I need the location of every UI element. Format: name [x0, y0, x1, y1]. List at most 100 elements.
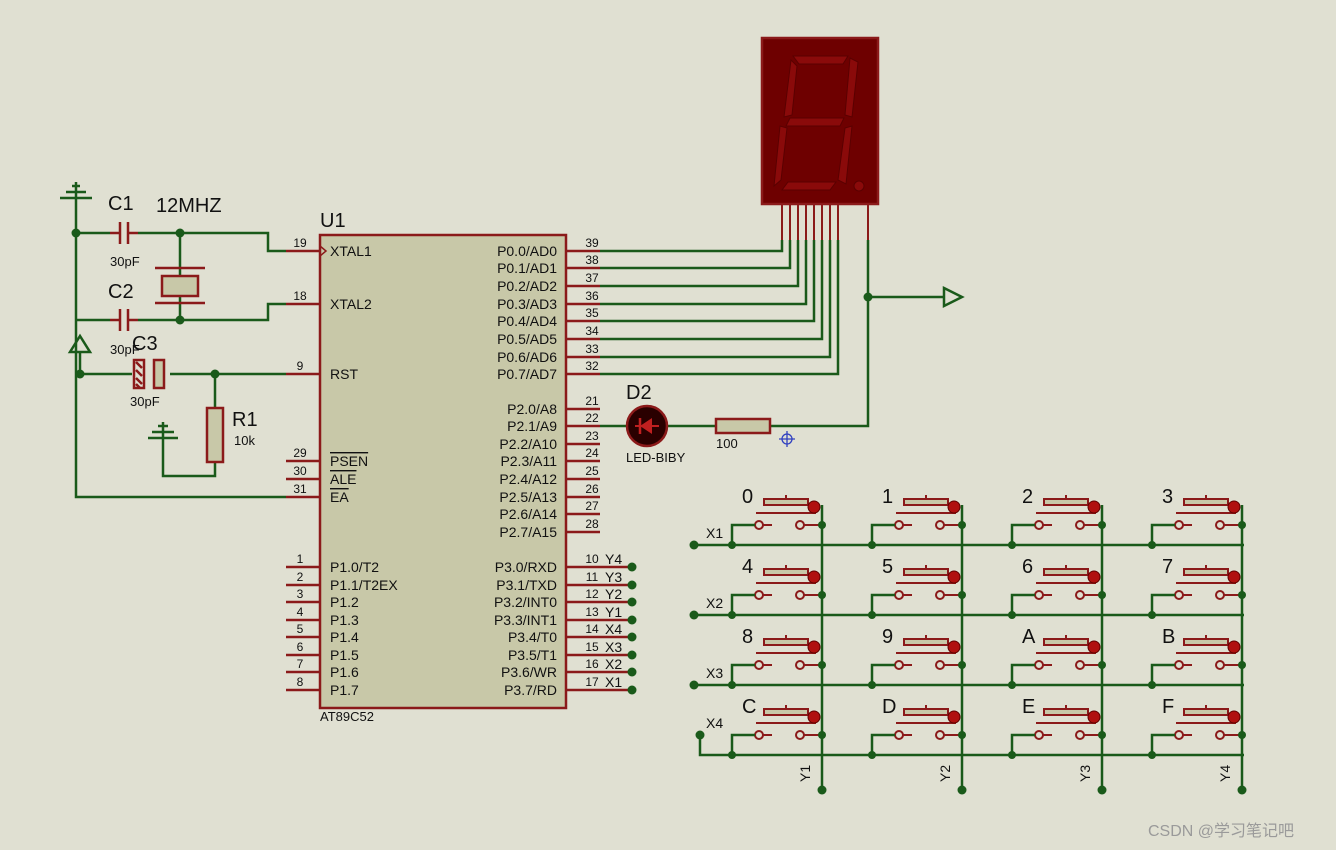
pin-number: 11 — [586, 570, 599, 584]
net-terminal — [627, 685, 637, 695]
keypad-key-label: B — [1162, 626, 1175, 648]
junction-dot — [958, 591, 966, 599]
net-terminal — [627, 562, 637, 572]
keypad-button[interactable]: 2 — [1010, 486, 1102, 545]
keypad-row-label: X1 — [706, 525, 723, 541]
pin-name: P2.0/A8 — [507, 401, 557, 417]
junction-dot — [1098, 521, 1106, 529]
pin-name: P1.3 — [330, 612, 359, 628]
keypad-key-label: 6 — [1022, 556, 1033, 578]
net-label: Y3 — [605, 569, 622, 585]
keypad-button[interactable]: E — [1010, 696, 1102, 755]
pin-name: P1.7 — [330, 682, 359, 698]
pin-number: 13 — [585, 605, 599, 619]
junction-dot — [1148, 751, 1156, 759]
pin-number: 5 — [297, 622, 304, 636]
pin-number: 28 — [585, 517, 599, 531]
pin-name: P0.4/AD4 — [497, 313, 557, 329]
pin-number: 21 — [585, 394, 599, 408]
col-terminal — [817, 785, 827, 795]
pin-number: 26 — [585, 482, 599, 496]
keypad-button[interactable]: 0 — [730, 486, 822, 545]
net-terminal — [627, 650, 637, 660]
pin-name: P1.1/T2EX — [330, 577, 398, 593]
keypad-row-label: X2 — [706, 595, 723, 611]
d2-value-label: LED-BIBY — [626, 450, 686, 465]
net-label: Y2 — [605, 586, 622, 602]
mcu-part-label: AT89C52 — [320, 709, 374, 724]
col-terminal — [957, 785, 967, 795]
pin-number: 23 — [585, 429, 599, 443]
keypad-button[interactable]: 8 — [730, 626, 822, 685]
pin-name: P3.1/TXD — [496, 577, 557, 593]
pin-name: P2.3/A11 — [500, 453, 557, 469]
pin-number: 35 — [585, 306, 599, 320]
pin-name: XTAL2 — [330, 296, 372, 312]
junction-dot — [1008, 681, 1016, 689]
net-terminal — [627, 615, 637, 625]
junction-dot — [1008, 611, 1016, 619]
keypad-key-label: 9 — [882, 626, 893, 648]
keypad-col-label: Y4 — [1217, 765, 1233, 782]
keypad-button[interactable]: B — [1150, 626, 1242, 685]
keypad-key-label: 3 — [1162, 486, 1173, 508]
c3-ref-label: C3 — [132, 333, 158, 355]
keypad-button[interactable]: 6 — [1010, 556, 1102, 615]
keypad-button[interactable]: 4 — [730, 556, 822, 615]
junction-dot — [210, 369, 220, 379]
keypad-button[interactable]: F — [1150, 696, 1242, 755]
keypad-key-label: A — [1022, 626, 1036, 648]
keypad-button[interactable]: 5 — [870, 556, 962, 615]
keypad-button[interactable]: 3 — [1150, 486, 1242, 545]
junction-dot — [1008, 541, 1016, 549]
pin-name: P2.4/A12 — [499, 471, 557, 487]
keypad-key-label: 0 — [742, 486, 753, 508]
pin-number: 3 — [297, 587, 304, 601]
keypad-col-label: Y2 — [937, 765, 953, 782]
pin-name: P0.6/AD6 — [497, 349, 557, 365]
keypad-button[interactable]: D — [870, 696, 962, 755]
junction-dot — [75, 369, 85, 379]
pin-number: 10 — [585, 552, 599, 566]
pin-number: 32 — [585, 359, 599, 373]
net-label: X1 — [605, 674, 622, 690]
pin-number: 18 — [293, 289, 307, 303]
junction-dot — [1238, 661, 1246, 669]
pin-number: 1 — [297, 552, 304, 566]
pin-number: 31 — [293, 482, 307, 496]
pin-number: 27 — [585, 499, 599, 513]
junction-dot — [818, 521, 826, 529]
keypad-button[interactable]: A — [1010, 626, 1102, 685]
pin-name: P2.7/A15 — [499, 524, 557, 540]
col-terminal — [1097, 785, 1107, 795]
pin-number: 9 — [297, 359, 304, 373]
mcu-body — [318, 233, 568, 710]
junction-dot — [1148, 541, 1156, 549]
pin-number: 6 — [297, 640, 304, 654]
mcu-ref-label: U1 — [320, 210, 346, 232]
keypad-key-label: 1 — [882, 486, 893, 508]
pin-name: P1.4 — [330, 629, 359, 645]
keypad-button[interactable]: 1 — [870, 486, 962, 545]
keypad-button[interactable]: 9 — [870, 626, 962, 685]
keypad-button[interactable]: C — [730, 696, 822, 755]
keypad-key-label: E — [1022, 696, 1035, 718]
keypad-button[interactable]: 7 — [1150, 556, 1242, 615]
pin-name: EA — [330, 489, 349, 505]
junction-dot — [868, 681, 876, 689]
pin-name: P2.6/A14 — [499, 506, 557, 522]
junction-dot — [175, 228, 185, 238]
junction-dot — [1148, 681, 1156, 689]
pin-number: 19 — [293, 236, 307, 250]
junction-dot — [818, 661, 826, 669]
junction-dot — [1008, 751, 1016, 759]
pin-number: 30 — [293, 464, 307, 478]
led-resistor-value-label: 100 — [716, 436, 738, 451]
junction-dot — [1238, 591, 1246, 599]
pin-name: RST — [330, 366, 358, 382]
junction-dot — [728, 541, 736, 549]
pin-number: 29 — [293, 446, 307, 460]
net-terminal — [627, 667, 637, 677]
junction-dot — [958, 661, 966, 669]
junction-dot — [728, 751, 736, 759]
